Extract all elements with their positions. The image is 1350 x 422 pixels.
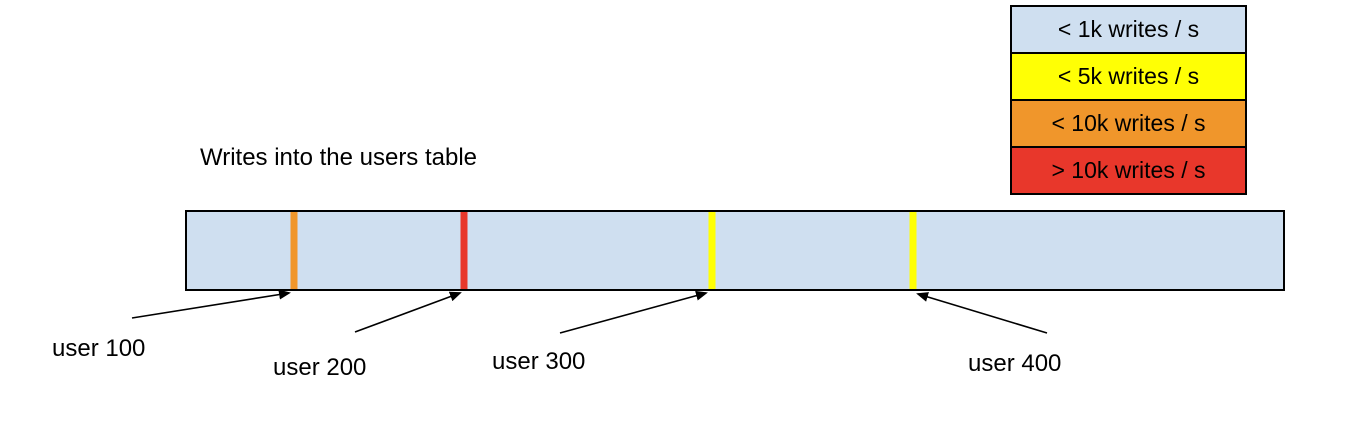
legend-label-lt-10k: < 10k writes / s <box>1051 110 1206 136</box>
users-table-bar <box>185 210 1285 291</box>
arrow-user-400 <box>916 292 1048 334</box>
label-user-200: user 200 <box>273 354 367 381</box>
arrow-user-100 <box>131 289 291 319</box>
label-user-100: user 100 <box>52 335 146 362</box>
label-user-400: user 400 <box>968 350 1062 377</box>
write-rate-marker-user-400 <box>909 212 917 289</box>
legend-row-gt-10k: > 10k writes / s <box>1012 148 1245 193</box>
diagram-title: Writes into the users table <box>200 144 478 171</box>
legend-row-lt-10k: < 10k writes / s <box>1012 101 1245 148</box>
legend-label-lt-5k: < 5k writes / s <box>1057 63 1200 89</box>
arrow-user-200 <box>354 291 462 333</box>
legend-label-lt-1k: < 1k writes / s <box>1057 16 1200 42</box>
label-user-300: user 300 <box>492 348 586 375</box>
arrow-user-300 <box>559 290 708 334</box>
write-rate-legend: < 1k writes / s < 5k writes / s < 10k wr… <box>1010 5 1247 195</box>
legend-label-gt-10k: > 10k writes / s <box>1051 157 1206 183</box>
legend-row-lt-5k: < 5k writes / s <box>1012 54 1245 101</box>
write-rate-marker-user-200 <box>460 212 468 289</box>
write-rate-marker-user-300 <box>708 212 716 289</box>
legend-row-lt-1k: < 1k writes / s <box>1012 7 1245 54</box>
write-rate-marker-user-100 <box>290 212 298 289</box>
